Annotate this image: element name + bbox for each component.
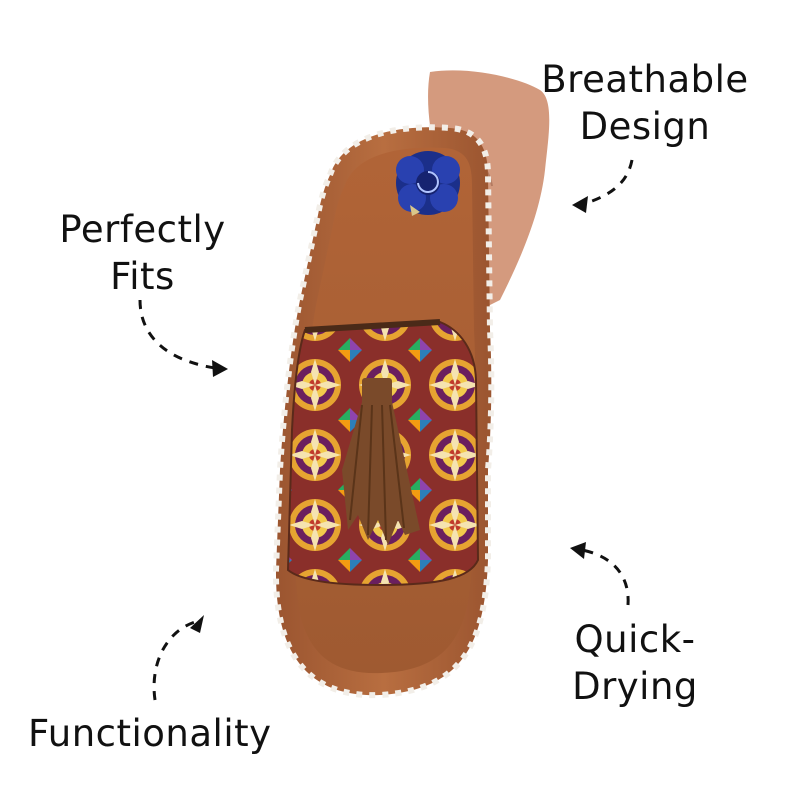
feature-functionality-line1: Functionality xyxy=(28,712,272,755)
feature-breathable-line2: Design xyxy=(579,105,711,148)
feature-functionality: Functionality xyxy=(28,710,288,757)
feature-breathable-design: Breathable Design xyxy=(530,56,760,150)
flower-ornament xyxy=(396,151,460,216)
feature-quick-line1: Quick- xyxy=(574,618,696,661)
feature-breathable-line1: Breathable xyxy=(541,58,749,101)
feature-quick-drying: Quick- Drying xyxy=(555,616,715,710)
feature-perfect-line2: Fits xyxy=(110,255,175,298)
feature-quick-line2: Drying xyxy=(572,665,698,708)
feature-perfect-line1: Perfectly xyxy=(59,208,226,251)
feature-perfectly-fits: Perfectly Fits xyxy=(50,206,235,300)
